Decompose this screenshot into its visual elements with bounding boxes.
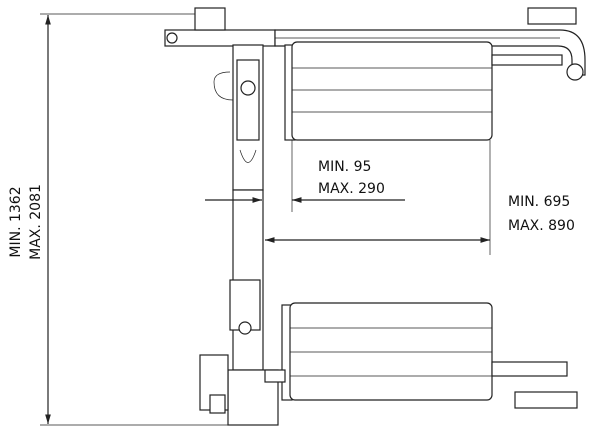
roller-spacing-dimension: MIN. 695 MAX. 890 <box>265 140 575 255</box>
overall-height-max: MAX. 2081 <box>28 184 44 260</box>
top-arm <box>164 7 586 81</box>
overall-height-dimension: MIN. 1362 MAX. 2081 <box>8 13 230 426</box>
central-post <box>199 44 279 426</box>
clearance-min: MIN. 95 <box>318 159 371 175</box>
clearance-max: MAX. 290 <box>318 181 385 197</box>
top-roller <box>284 41 563 141</box>
roller-spacing-max: MAX. 890 <box>508 218 575 234</box>
roller-spacing-min: MIN. 695 <box>508 194 570 210</box>
clearance-dimension: MIN. 95 MAX. 290 <box>205 140 405 212</box>
bottom-roller <box>264 302 578 409</box>
overall-height-min: MIN. 1362 <box>8 186 24 257</box>
